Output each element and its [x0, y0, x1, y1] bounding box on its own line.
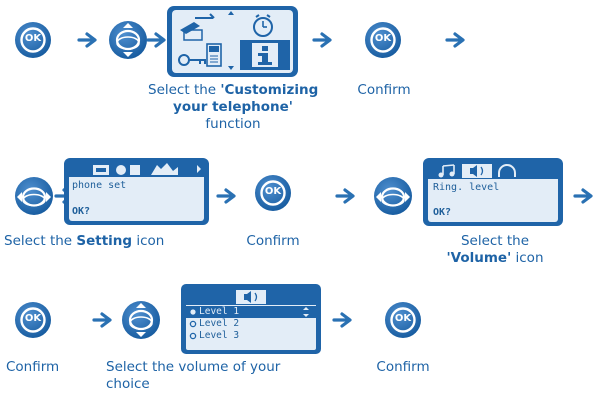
level-option-selected: Level 1	[199, 306, 240, 317]
level-option: Level 3	[199, 330, 240, 341]
phone-icon	[180, 13, 215, 41]
navigator-up-down-icon	[107, 19, 149, 61]
arrow-right-icon	[92, 312, 112, 328]
key-icon	[178, 54, 206, 66]
settings-tools-icon	[151, 163, 178, 175]
phonebook-icon	[130, 165, 140, 175]
clock-icon	[253, 14, 273, 37]
arrow-right-icon	[312, 32, 332, 48]
screen-line-ok: OK?	[72, 206, 91, 217]
ok-button-label: OK	[24, 33, 42, 44]
caption-select-setting: Select the Setting icon	[4, 233, 165, 249]
caption-select-volume-choice: Select the volume of your choice	[106, 359, 281, 392]
arrow-right-icon	[573, 188, 593, 204]
caption-confirm: Confirm	[246, 233, 300, 249]
ok-button-label: OK	[264, 186, 282, 197]
arrow-right-icon	[146, 32, 166, 48]
ok-button-label: OK	[374, 33, 392, 44]
customizing-screen	[167, 6, 298, 77]
speaker-icon	[462, 164, 492, 178]
caption-select-customizing: Select the 'Customizing your telephone' …	[148, 82, 319, 132]
screen-line-phone-set: phone set	[72, 180, 127, 191]
radio-icon	[189, 320, 197, 328]
caption-select-volume: Select the 'Volume' icon	[446, 233, 544, 266]
ok-button-label: OK	[24, 313, 42, 324]
setting-screen	[64, 158, 209, 225]
caption-confirm: Confirm	[357, 82, 411, 98]
music-note-icon	[438, 164, 455, 178]
navigator-left-right-icon	[372, 175, 414, 217]
arrow-right-icon	[77, 32, 97, 48]
screen-line-ok: OK?	[433, 207, 452, 218]
level-screen	[181, 284, 321, 354]
caption-confirm: Confirm	[376, 359, 430, 375]
caption-confirm: Confirm	[6, 359, 60, 375]
volume-screen	[423, 158, 563, 226]
person-icon	[116, 165, 126, 175]
phone-set-icon	[206, 43, 222, 67]
radio-selected-icon	[190, 309, 196, 315]
radio-icon	[189, 332, 197, 340]
arrow-right-icon	[216, 188, 236, 204]
level-option: Level 2	[199, 318, 240, 329]
arrow-right-icon	[335, 188, 355, 204]
headset-icon	[498, 164, 516, 177]
navigator-up-down-icon	[120, 299, 162, 341]
screen-line-ring-level: Ring. level	[433, 182, 500, 193]
navigator-left-right-icon	[13, 175, 55, 217]
ok-button-label: OK	[394, 313, 412, 324]
arrow-right-icon	[332, 312, 352, 328]
info-icon	[240, 40, 290, 70]
arrow-right-icon	[445, 32, 465, 48]
